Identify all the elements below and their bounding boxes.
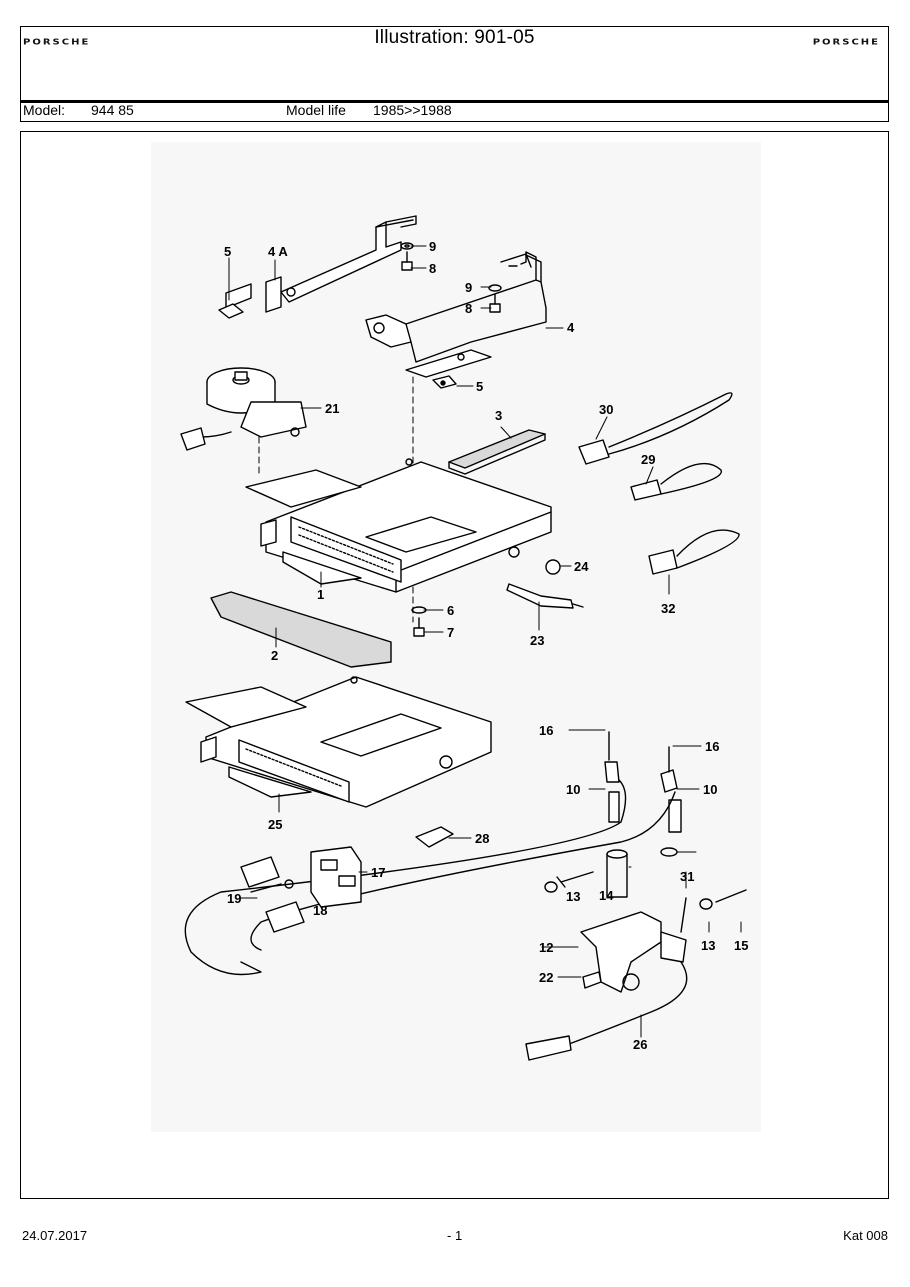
bolt-14 [556,871,594,888]
callout-4: 4 [567,320,575,335]
callout-21: 22 [539,970,553,985]
model-value: 944 85 [91,102,134,118]
illustration-title: Illustration: 901-05 [374,27,535,48]
callout-30: 32 [661,601,675,616]
screw-7 [413,617,425,637]
callout-19: 19 [227,891,241,906]
callout-24: 26 [633,1037,647,1052]
bracket-4a [218,215,417,319]
callout-6: 6 [447,603,454,618]
callout-25: 25 [268,817,282,832]
callout-9-lower: 9 [465,280,472,295]
screw-8-upper [401,251,413,271]
callout-2: 2 [271,648,278,663]
washer-18 [284,879,294,889]
callout-12: 12 [539,940,553,955]
clip-5-upper [432,375,457,389]
callout-16-left: 16 [539,723,553,738]
model-rule [21,100,888,103]
porsche-logo-right: PORSCHE [812,38,880,47]
nut-9-lower [488,284,502,292]
callout-9-upper: 9 [429,239,436,254]
foam-strip-3 [448,429,546,475]
bracket-17 [310,846,362,908]
callout-8-lower: 8 [465,301,472,316]
leader-lines [228,245,742,1038]
jumper-28 [578,392,733,465]
header-box: PORSCHE Illustration: 901-05 PORSCHE Mod… [20,26,889,122]
callout-13-right: 13 [701,938,715,953]
plug-23 [545,559,561,575]
bolt-19 [250,883,282,893]
callout-8-upper: 8 [429,261,436,276]
callout-17: 17 [371,865,385,880]
callout-5-upper: 5 [224,244,231,259]
callout-10-left: 10 [566,782,580,797]
callout-1: 1 [317,587,324,602]
sleeve-31 [606,849,628,898]
connector-left-upper [240,856,280,888]
jumper-30 [648,529,740,575]
callout-3: 3 [495,408,502,423]
screw-21 [582,971,602,989]
bracket-12 [580,911,662,993]
sensor-24 [525,931,688,1061]
control-unit-1 [245,458,552,593]
pressure-sensor-20 [180,367,307,451]
footer-catalog: Kat 008 [843,1228,888,1243]
footer-date: 24.07.2017 [22,1228,88,1243]
porsche-logo-left: PORSCHE [23,38,91,47]
model-label: Model: [23,102,66,118]
jumper-27 [630,462,722,501]
callout-23: 24 [574,559,589,574]
parts-illustration: 5 4 A 9 8 9 8 4 5 21 3 30 29 24 1 6 7 23… [151,142,761,1132]
gasket-2 [210,591,392,668]
callout-29: 31 [680,869,694,884]
callout-13-left: 13 [566,889,580,904]
control-unit-25 [185,676,492,808]
callout-5-lower: 5 [476,379,483,394]
callout-labels: 5 4 A 9 8 9 8 4 5 21 3 30 29 24 1 6 7 23… [224,239,748,1052]
exploded-view-drawing: 5 4 A 9 8 9 8 4 5 21 3 30 29 24 1 6 7 23… [20,131,889,1199]
bracket-4 [365,251,547,378]
bolt-15 [715,889,747,903]
model-life-value: 1985>>1988 [373,102,452,118]
connector-26 [415,826,454,848]
alignment-lines [258,376,414,623]
callout-18: 18 [313,903,327,918]
callout-7: 7 [447,625,454,640]
callout-15: 15 [734,938,748,953]
washer-13-right [699,898,713,910]
footer-page: - 1 [447,1228,463,1243]
callout-27: 29 [641,452,655,467]
sensor-10-right [250,769,682,951]
callout-14: 14 [599,888,614,903]
model-life-label: Model life [286,102,346,118]
callout-26: 28 [475,831,489,846]
temp-sensor-22 [506,583,584,609]
callout-20: 21 [325,401,339,416]
connector-left-lower [265,901,305,933]
callout-22: 23 [530,633,544,648]
screw-8-lower [489,293,501,313]
callout-28: 30 [599,402,613,417]
callout-16-right: 16 [705,739,719,754]
callout-10-right: 10 [703,782,717,797]
callout-4a: 4 A [268,244,288,259]
washer-13-left [544,881,558,893]
bolt-29 [680,897,687,933]
